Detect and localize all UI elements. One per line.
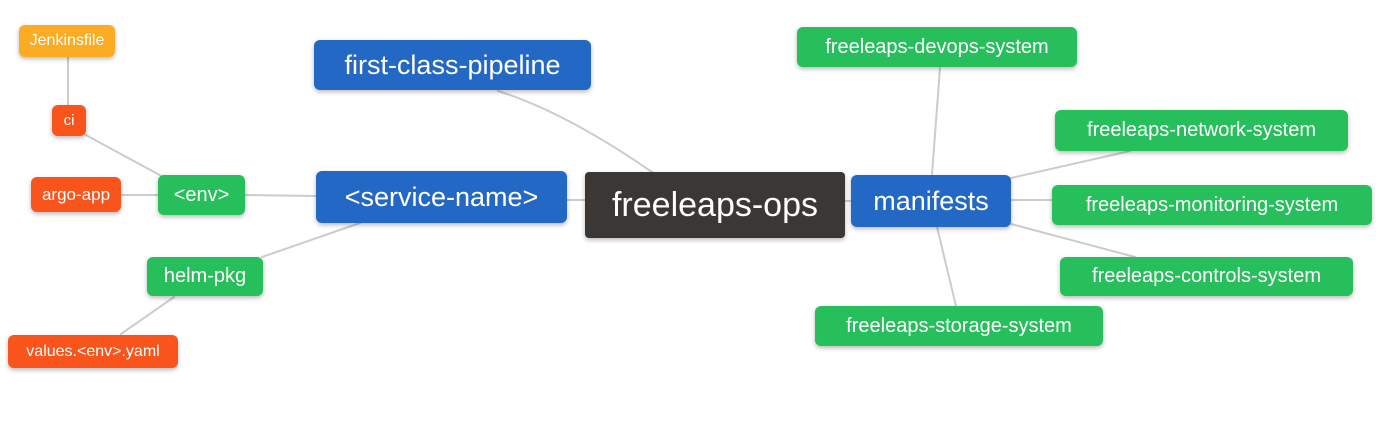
node-argo-app[interactable]: argo-app <box>31 177 121 212</box>
edge-env-service-name <box>242 194 317 197</box>
edge-manifests-devops <box>931 67 941 175</box>
node-storage-system[interactable]: freeleaps-storage-system <box>815 306 1103 346</box>
edge-ci-env <box>83 133 168 180</box>
node-manifests[interactable]: manifests <box>851 175 1011 227</box>
node-values-env-yaml[interactable]: values.<env>.yaml <box>8 335 178 368</box>
edge-manifests-network <box>1010 150 1131 179</box>
node-first-class-pipeline[interactable]: first-class-pipeline <box>314 40 591 90</box>
node-devops-system[interactable]: freeleaps-devops-system <box>797 27 1077 67</box>
node-ci[interactable]: ci <box>52 105 86 136</box>
edge-helm-pkg-values <box>120 296 175 335</box>
node-network-system[interactable]: freeleaps-network-system <box>1055 110 1348 151</box>
edge-service-name-helm-pkg <box>261 222 361 258</box>
node-freeleaps-ops[interactable]: freeleaps-ops <box>585 172 845 238</box>
edge-manifests-controls <box>1010 223 1136 258</box>
node-env[interactable]: <env> <box>158 175 245 215</box>
edge-pipeline-ops <box>497 90 653 173</box>
node-monitoring-system[interactable]: freeleaps-monitoring-system <box>1052 185 1372 225</box>
node-service-name[interactable]: <service-name> <box>316 171 567 223</box>
node-helm-pkg[interactable]: helm-pkg <box>147 257 263 296</box>
edge-manifests-storage <box>936 226 957 307</box>
node-controls-system[interactable]: freeleaps-controls-system <box>1060 257 1353 296</box>
node-jenkinsfile[interactable]: Jenkinsfile <box>19 25 115 57</box>
